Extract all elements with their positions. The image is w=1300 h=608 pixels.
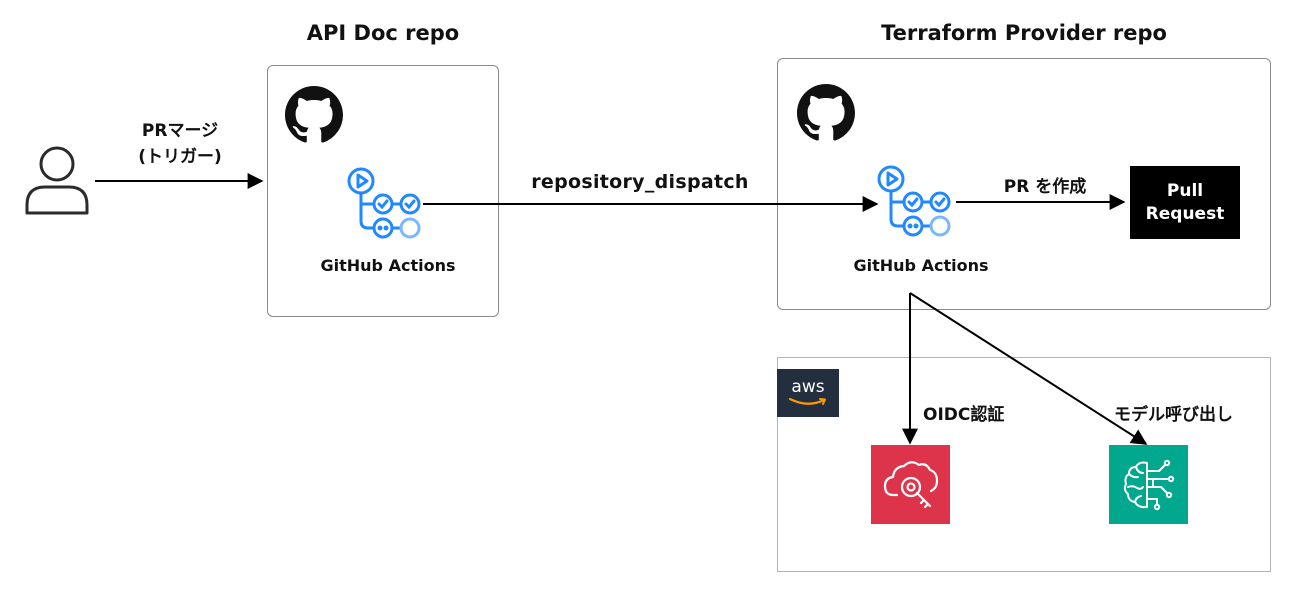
- model-call-label: モデル呼び出し: [1114, 405, 1233, 425]
- bedrock-brain-icon: [1123, 459, 1174, 510]
- trigger-label-line2: (トリガー): [138, 147, 222, 167]
- api-actions-label: GitHub Actions: [320, 256, 456, 275]
- pull-request-line2: Request: [1145, 203, 1225, 224]
- oidc-label: OIDC認証: [923, 405, 1005, 425]
- create-pr-label: PR を作成: [1003, 177, 1087, 197]
- pull-request-node: Pull Request: [1130, 166, 1240, 239]
- tf-actions-label: GitHub Actions: [853, 256, 989, 275]
- github-logo-icon: [285, 86, 343, 143]
- iam-service-tile: [871, 445, 950, 524]
- trigger-label-line1: PRマージ: [141, 121, 219, 141]
- aws-smile-icon: [788, 397, 826, 405]
- github-actions-icon: [347, 167, 421, 239]
- aws-logo: aws: [777, 369, 839, 417]
- api-doc-repo-box: [267, 65, 499, 317]
- model-arrow: [909, 292, 1148, 445]
- pull-request-line1: Pull: [1166, 180, 1204, 201]
- trigger-label: PRマージ (トリガー): [110, 118, 250, 170]
- user-icon: [25, 146, 89, 215]
- bedrock-service-tile: [1109, 445, 1188, 524]
- aws-badge-text: aws: [791, 377, 825, 397]
- iam-identity-icon: [883, 460, 938, 508]
- terraform-repo-title: Terraform Provider repo: [881, 21, 1167, 45]
- dispatch-label: repository_dispatch: [531, 171, 749, 193]
- api-doc-repo-title: API Doc repo: [306, 21, 460, 45]
- github-actions-icon: [877, 165, 951, 237]
- github-logo-icon: [797, 84, 855, 141]
- aws-cloud-box: [777, 357, 1271, 572]
